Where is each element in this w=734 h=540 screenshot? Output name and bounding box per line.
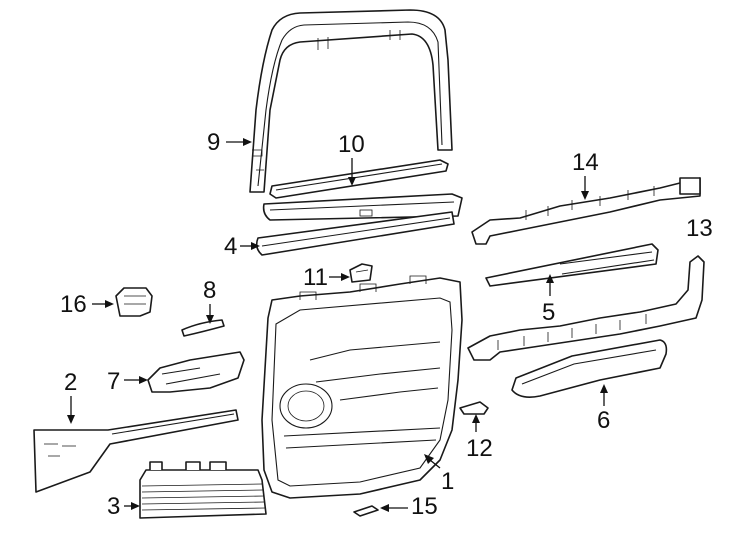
part-14-bracket-rail — [471, 177, 701, 245]
callout-label-16: 16 — [60, 291, 87, 318]
callout-15: 15 — [380, 493, 438, 520]
callout-label-11: 11 — [303, 264, 328, 291]
callout-label-7: 7 — [107, 368, 120, 395]
part-4-upper-trim — [262, 193, 463, 221]
part-1-door-panel — [261, 275, 463, 499]
callout-label-12: 12 — [466, 435, 493, 462]
callout-7: 7 — [107, 368, 148, 395]
callout-4: 4 — [224, 233, 260, 260]
callout-label-3: 3 — [107, 493, 120, 520]
part-10-belt-molding — [269, 159, 449, 199]
callout-9: 9 — [207, 129, 252, 156]
callout-label-2: 2 — [64, 369, 77, 396]
callout-1: 1 — [424, 454, 454, 495]
part-13-lower-rail — [467, 255, 705, 361]
callout-label-9: 9 — [207, 129, 220, 156]
callout-2: 2 — [64, 369, 77, 424]
part-7-switch-bezel — [147, 351, 245, 393]
callout-label-4: 4 — [224, 233, 237, 260]
part-8-handle-bezel — [181, 319, 225, 337]
callout-11: 11 — [303, 264, 350, 291]
callout-label-6: 6 — [597, 407, 610, 434]
part-2-insulator — [33, 409, 239, 493]
callout-5: 5 — [542, 274, 555, 326]
part-9-frame-seal — [249, 9, 453, 193]
part-12-clip — [459, 401, 489, 415]
callout-13: 13 — [686, 215, 713, 242]
callout-6: 6 — [597, 384, 610, 434]
callout-label-15: 15 — [411, 493, 438, 520]
part-15-push-pin — [353, 505, 379, 517]
callout-3: 3 — [107, 493, 140, 520]
callout-8: 8 — [203, 277, 216, 324]
part-4-lower-strip — [255, 211, 455, 256]
callout-label-1: 1 — [441, 468, 454, 495]
part-11-clip — [349, 263, 373, 283]
part-3-speaker-grille — [139, 461, 267, 519]
part-5-trim-strip — [485, 243, 659, 287]
callout-label-5: 5 — [542, 299, 555, 326]
callout-14: 14 — [572, 149, 599, 200]
callout-label-10: 10 — [338, 131, 365, 158]
callout-12: 12 — [466, 414, 493, 462]
callout-label-8: 8 — [203, 277, 216, 304]
part-16-connector — [115, 287, 153, 317]
callout-label-14: 14 — [572, 149, 599, 176]
callout-16: 16 — [60, 291, 114, 318]
part-6-armrest-pad — [511, 339, 668, 398]
callout-label-13: 13 — [686, 215, 713, 242]
callout-10: 10 — [338, 131, 365, 186]
